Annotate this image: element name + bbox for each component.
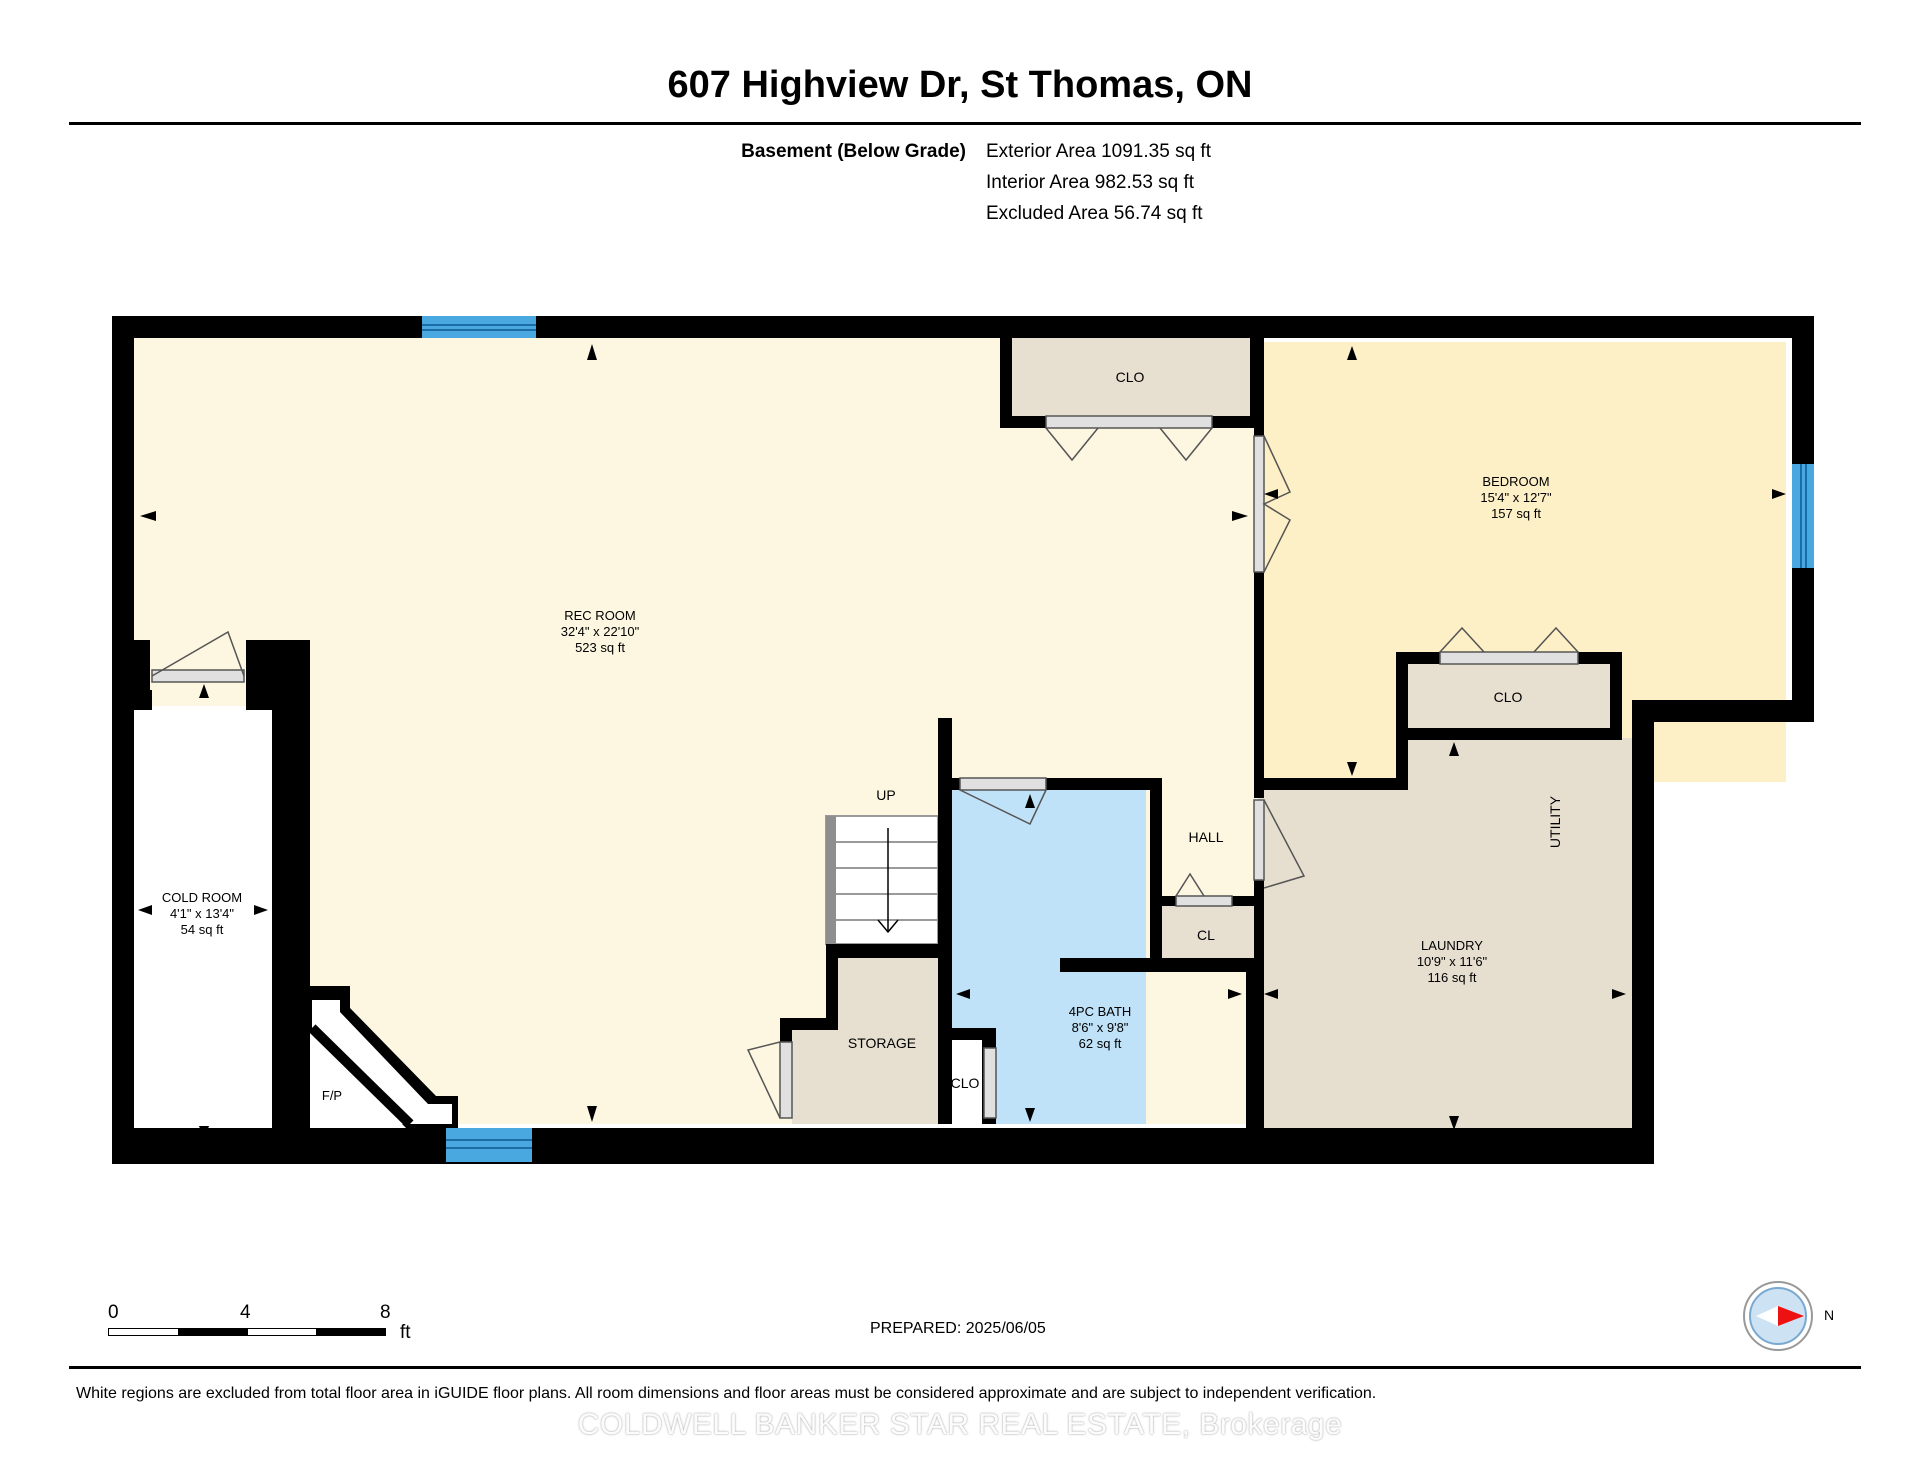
- cold-room-name: COLD ROOM: [162, 890, 242, 905]
- bath-name: 4PC BATH: [1069, 1004, 1132, 1019]
- compass-n-label: N: [1824, 1307, 1834, 1323]
- storage-label: STORAGE: [848, 1035, 916, 1051]
- scale-bar: 0 4 8 ft: [108, 1302, 411, 1343]
- fireplace-label: F/P: [322, 1088, 342, 1103]
- floor-label: Basement (Below Grade): [741, 141, 966, 162]
- stairs-rail: [826, 816, 836, 944]
- laundry-name: LAUNDRY: [1421, 938, 1483, 953]
- doors: [151, 415, 1579, 1119]
- floor-area-list: Exterior Area 1091.35 sq ft Interior Are…: [986, 136, 1211, 229]
- storage-upper-fill: [838, 958, 938, 1030]
- fireplace-inner: [312, 1000, 452, 1124]
- utility-label: UTILITY: [1547, 795, 1563, 848]
- rec-room-name: REC ROOM: [564, 608, 636, 623]
- stairs-up-label: UP: [876, 787, 895, 803]
- hall-label: HALL: [1188, 829, 1223, 845]
- closet-hall-fill: [1162, 906, 1254, 962]
- page-title: 607 Highview Dr, St Thomas, ON: [667, 64, 1253, 106]
- scale-tick-0: 0: [108, 1302, 119, 1323]
- title-rule: [69, 122, 1861, 125]
- scale-unit: ft: [400, 1322, 411, 1343]
- dimension-arrows: [138, 344, 1786, 1140]
- stair-arrow: [877, 828, 899, 934]
- footer-note: White regions are excluded from total fl…: [76, 1385, 1377, 1402]
- laundry-dims: 10'9" x 11'6": [1417, 954, 1488, 969]
- bath-area: 62 sq ft: [1079, 1036, 1122, 1051]
- closet-top-fill: [1012, 338, 1254, 418]
- cold-room-dims: 4'1" x 13'4": [170, 906, 234, 921]
- closet-bedroom-fill: [1408, 662, 1610, 728]
- cold-room-fill: [132, 706, 272, 1144]
- windows: [422, 316, 1814, 1162]
- storage-fill: [792, 1030, 938, 1124]
- bedroom-area: 157 sq ft: [1491, 506, 1541, 521]
- scale-tick-8: 8: [380, 1302, 391, 1323]
- stair-treads: [836, 841, 938, 921]
- interior-area: Interior Area 982.53 sq ft: [986, 172, 1195, 193]
- closet-hall-label: CL: [1197, 927, 1215, 943]
- exterior-area: Exterior Area 1091.35 sq ft: [986, 141, 1211, 162]
- compass: N: [1743, 1281, 1834, 1351]
- scale-seg-1: [178, 1328, 248, 1336]
- closet-bath-label: CLO: [951, 1075, 980, 1091]
- scale-seg-2: [316, 1328, 386, 1336]
- scale-tick-4: 4: [240, 1302, 251, 1323]
- rec-room-area: 523 sq ft: [575, 640, 625, 655]
- excluded-area: Excluded Area 56.74 sq ft: [986, 203, 1203, 224]
- footer-rule: [69, 1366, 1861, 1369]
- utility-fill: [1406, 738, 1632, 798]
- closet-bedroom-label: CLO: [1494, 689, 1523, 705]
- north-arrow-icon: [1778, 1306, 1804, 1326]
- window-lines: [422, 324, 1807, 1149]
- prepared-date: PREPARED: 2025/06/05: [870, 1320, 1046, 1337]
- cold-room-area: 54 sq ft: [181, 922, 224, 937]
- closet-top-label: CLO: [1116, 369, 1145, 385]
- bath-dims: 8'6" x 9'8": [1072, 1020, 1129, 1035]
- rec-room-dims: 32'4" x 22'10": [561, 624, 640, 639]
- bedroom-dims: 15'4" x 12'7": [1480, 490, 1552, 505]
- bedroom-name: BEDROOM: [1482, 474, 1549, 489]
- brokerage-watermark: COLDWELL BANKER STAR REAL ESTATE, Broker…: [577, 1408, 1343, 1441]
- laundry-area: 116 sq ft: [1428, 970, 1477, 985]
- laundry-fill: [1258, 790, 1632, 1136]
- fireplace-line: [308, 1024, 414, 1128]
